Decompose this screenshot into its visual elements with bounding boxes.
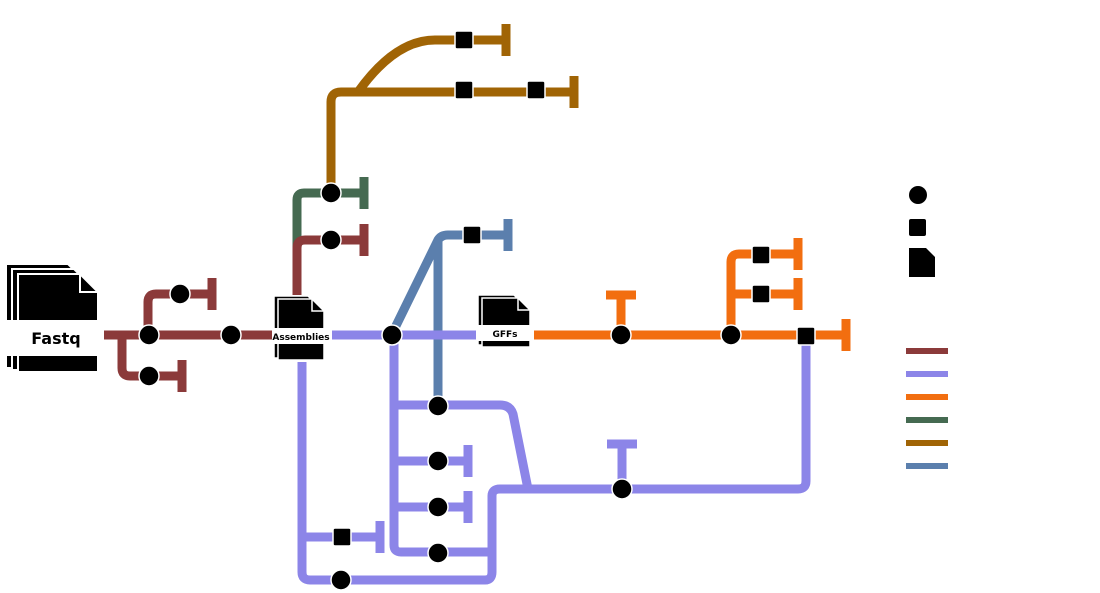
process-circle-node bbox=[720, 324, 742, 346]
process-circle-node bbox=[610, 324, 632, 346]
process-circle-node bbox=[330, 569, 352, 591]
process-circle-node bbox=[427, 496, 449, 518]
process-circle-node bbox=[169, 283, 191, 305]
process-square-node bbox=[751, 245, 771, 265]
process-circle-node bbox=[138, 324, 160, 346]
process-circle-node bbox=[427, 395, 449, 417]
process-square-node bbox=[462, 225, 482, 245]
assemblies-file-icon: Assemblies bbox=[272, 295, 332, 361]
legend-square-icon bbox=[909, 219, 926, 236]
process-square-node bbox=[454, 80, 474, 100]
legend-circle-icon bbox=[909, 186, 927, 204]
process-circle-node bbox=[381, 324, 403, 346]
blue-line bbox=[386, 230, 508, 405]
gffs-file-label: GFFs bbox=[492, 330, 517, 340]
process-square-node bbox=[526, 80, 546, 100]
process-circle-node bbox=[220, 324, 242, 346]
process-circle-node bbox=[427, 542, 449, 564]
process-circle-node bbox=[320, 229, 342, 251]
process-square-node bbox=[454, 30, 474, 50]
process-circle-node bbox=[427, 450, 449, 472]
brown-line bbox=[326, 35, 574, 190]
green-line bbox=[292, 188, 364, 295]
fastq-file-label: Fastq bbox=[31, 329, 80, 348]
process-square-node bbox=[332, 527, 352, 547]
process-nodes bbox=[138, 30, 816, 591]
line-end-caps bbox=[177, 24, 851, 553]
process-square-node bbox=[751, 284, 771, 304]
assemblies-file-label: Assemblies bbox=[272, 333, 329, 343]
process-circle-node bbox=[320, 182, 342, 204]
process-circle-node bbox=[138, 365, 160, 387]
process-circle-node bbox=[611, 478, 633, 500]
legend-file-icon bbox=[909, 248, 935, 277]
process-square-node bbox=[796, 326, 816, 346]
legend bbox=[906, 186, 948, 469]
gffs-file-icon: GFFs bbox=[476, 294, 534, 348]
fastq-file-icon: Fastq bbox=[5, 263, 102, 373]
red-line bbox=[104, 235, 364, 381]
